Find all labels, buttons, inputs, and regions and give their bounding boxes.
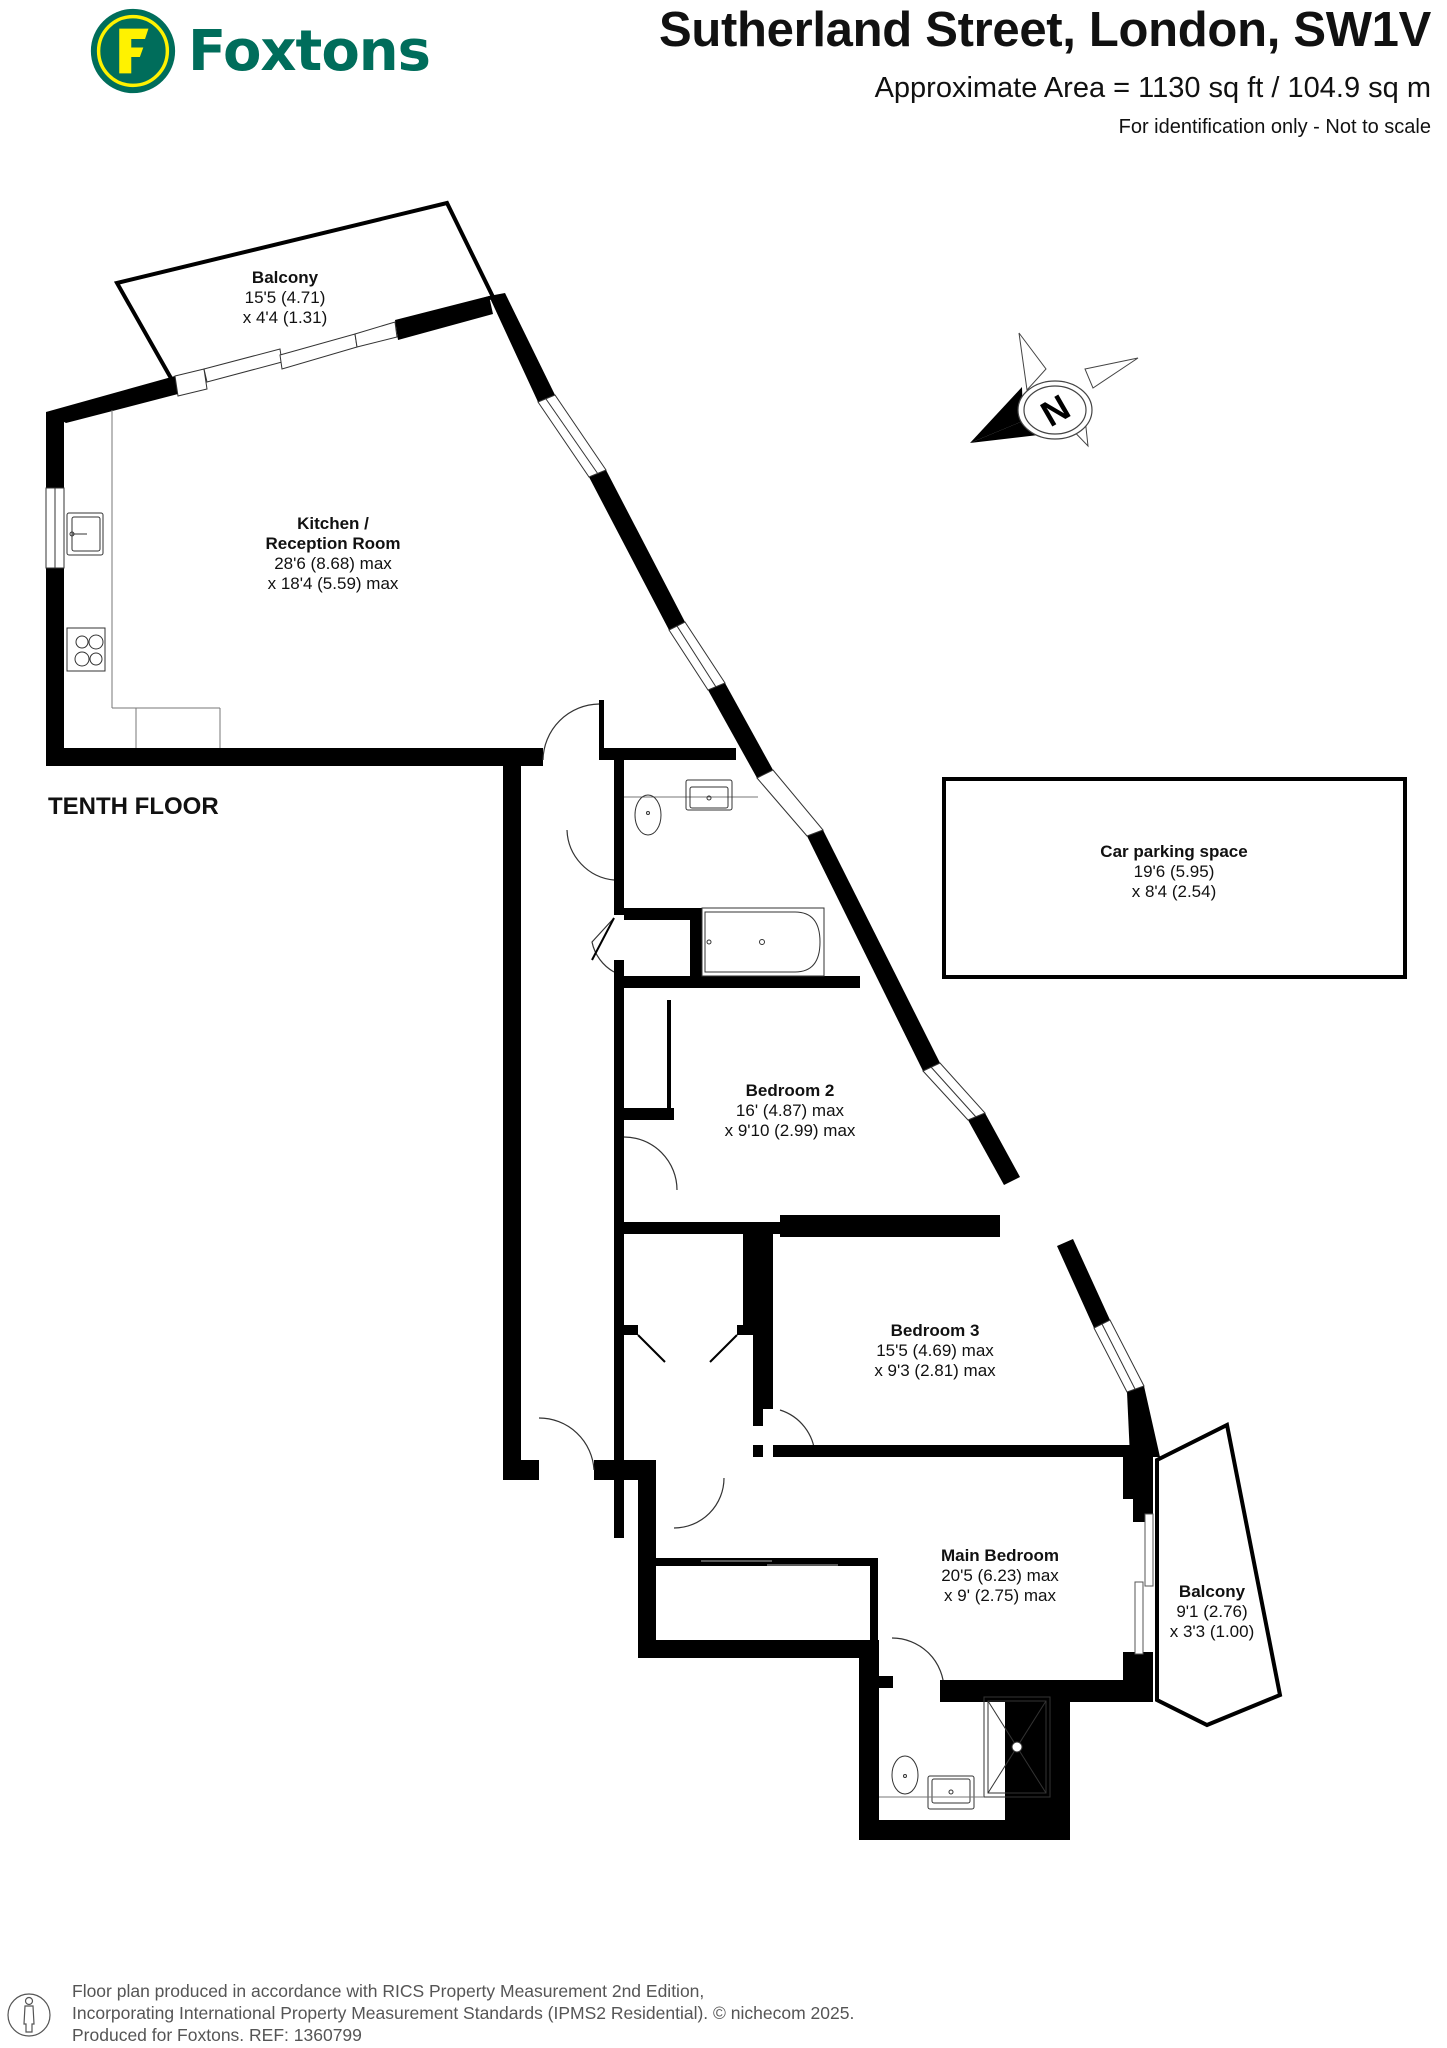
ensuite-basin-icon: [927, 1775, 975, 1810]
shower-tray-icon: [983, 1696, 1051, 1798]
room-label-kitchen-reception: Kitchen / Reception Room 28'6 (8.68) max…: [265, 514, 400, 594]
room-name-2: Reception Room: [265, 534, 401, 553]
room-label-bedroom-2: Bedroom 2 16' (4.87) max x 9'10 (2.99) m…: [725, 1081, 856, 1141]
scale-note: For identification only - Not to scale: [1118, 116, 1431, 138]
room-name: Balcony: [1178, 1582, 1246, 1601]
bathroom: [614, 748, 860, 988]
toilet-icon: [634, 794, 662, 836]
footer-line-1: Floor plan produced in accordance with R…: [72, 1981, 705, 2001]
room-dim-2: x 3'3 (1.00): [1169, 1622, 1255, 1641]
hob-icon: [66, 627, 106, 672]
room-dim-1: 9'1 (2.76): [1176, 1602, 1248, 1621]
room-name: Bedroom 3: [890, 1321, 980, 1340]
room-dim-2: x 4'4 (1.31): [242, 308, 328, 327]
bedroom-2-walls: [614, 988, 1000, 1237]
room-name: Main Bedroom: [940, 1546, 1060, 1565]
balcony-right-outline: [1155, 1422, 1283, 1728]
car-parking-outline: [942, 777, 1407, 979]
footer-line-3: Produced for Foxtons. REF: 1360799: [72, 2025, 362, 2045]
wardrobe-sliding-doors: [701, 1560, 838, 1566]
brand-name: Foxtons: [187, 18, 431, 84]
north-compass-icon: N: [970, 332, 1139, 448]
room-label-main-bedroom: Main Bedroom 20'5 (6.23) max x 9' (2.75)…: [941, 1546, 1059, 1606]
bathtub-icon: [701, 907, 825, 977]
room-label-bedroom-3: Bedroom 3 15'5 (4.69) max x 9'3 (2.81) m…: [874, 1321, 995, 1381]
room-label-balcony-top: Balcony 15'5 (4.71) x 4'4 (1.31): [243, 268, 328, 328]
room-dim-1: 16' (4.87) max: [735, 1101, 845, 1120]
kitchen-sink-icon: [66, 512, 104, 556]
cupboard-walls: [614, 1234, 763, 1426]
room-name: Car parking space: [1100, 842, 1248, 861]
main-bedroom-walls: [638, 1457, 1153, 1840]
diagonal-exterior-wall: [489, 293, 1160, 1457]
room-dim-1: 15'5 (4.69) max: [876, 1341, 994, 1360]
property-address: Sutherland Street, London, SW1V: [658, 3, 1431, 57]
room-dim-2: x 8'4 (2.54): [1131, 882, 1217, 901]
basin-icon: [685, 779, 733, 811]
kitchen-worktop: [111, 410, 221, 748]
ensuite-toilet-icon: [891, 1755, 919, 1795]
room-name: Kitchen /: [297, 514, 369, 533]
room-dim-2: x 18'4 (5.59) max: [267, 574, 399, 593]
room-dim-2: x 9'10 (2.99) max: [724, 1121, 856, 1140]
room-dim-1: 15'5 (4.71): [244, 288, 326, 307]
approximate-area: Approximate Area = 1130 sq ft / 104.9 sq…: [874, 72, 1431, 104]
room-label-car-parking: Car parking space 19'6 (5.95) x 8'4 (2.5…: [1100, 842, 1247, 902]
person-scale-icon: [7, 1993, 51, 2037]
room-name: Balcony: [251, 268, 319, 287]
main-bedroom-window: [1134, 1513, 1154, 1655]
kitchen-left-window: [45, 487, 65, 569]
balcony-sliding-door: [174, 321, 398, 397]
bedroom-3-walls: [753, 1234, 1145, 1457]
foxtons-badge-icon: [90, 8, 176, 94]
room-dim-1: 28'6 (8.68) max: [274, 554, 392, 573]
room-dim-2: x 9'3 (2.81) max: [874, 1361, 996, 1380]
room-dim-1: 19'6 (5.95): [1133, 862, 1215, 881]
footer-line-2: Incorporating International Property Mea…: [72, 2003, 855, 2023]
floor-label: TENTH FLOOR: [48, 793, 219, 820]
footer-disclaimer: Floor plan produced in accordance with R…: [72, 1980, 854, 2046]
foxtons-logo: Foxtons: [90, 0, 431, 102]
room-dim-1: 20'5 (6.23) max: [941, 1566, 1059, 1585]
room-label-balcony-right: Balcony 9'1 (2.76) x 3'3 (1.00): [1170, 1582, 1255, 1642]
room-dim-2: x 9' (2.75) max: [944, 1586, 1056, 1605]
doors: [538, 703, 945, 1691]
room-name: Bedroom 2: [745, 1081, 835, 1100]
